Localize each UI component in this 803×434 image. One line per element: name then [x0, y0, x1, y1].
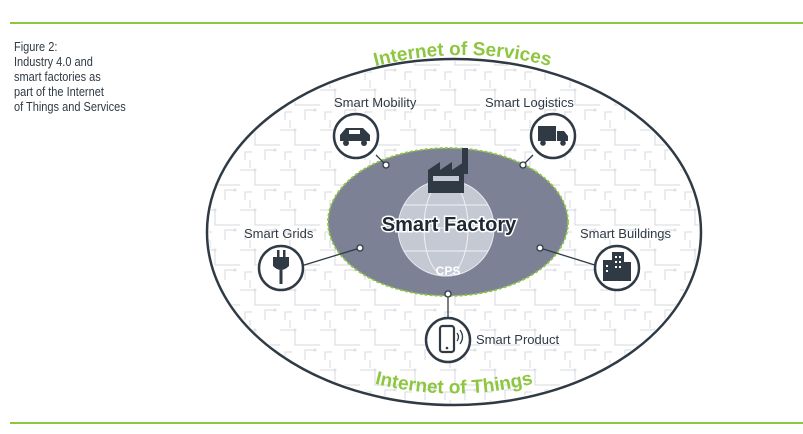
smart-factory-label: Smart Factory	[382, 214, 517, 236]
caption-line-2: Industry 4.0 and	[14, 55, 93, 69]
smart-product-label: Smart Product	[476, 332, 559, 347]
caption-line-4: part of the Internet	[14, 85, 104, 99]
smart-grids-label: Smart Grids	[244, 226, 314, 241]
cps-label: CPS	[436, 264, 461, 278]
car-icon	[332, 112, 380, 160]
caption-line-3: smart factories as	[14, 70, 101, 84]
smart-logistics-label: Smart Logistics	[485, 95, 574, 110]
smart-mobility-label: Smart Mobility	[334, 95, 417, 110]
bottom-rule	[10, 422, 803, 424]
top-rule	[10, 22, 803, 24]
connectors	[300, 154, 599, 320]
globe-icon	[397, 179, 495, 277]
caption-line-1: Figure 2:	[14, 40, 58, 54]
truck-icon	[529, 112, 577, 160]
figure-caption: Figure 2: Industry 4.0 and smart factori…	[14, 40, 137, 115]
smart-buildings-label: Smart Buildings	[580, 226, 672, 241]
factory-icon	[428, 148, 468, 193]
building-icon	[593, 244, 641, 292]
smartphone-icon	[424, 316, 472, 364]
caption-line-5: of Things and Services	[14, 100, 126, 114]
plug-icon	[257, 244, 305, 292]
